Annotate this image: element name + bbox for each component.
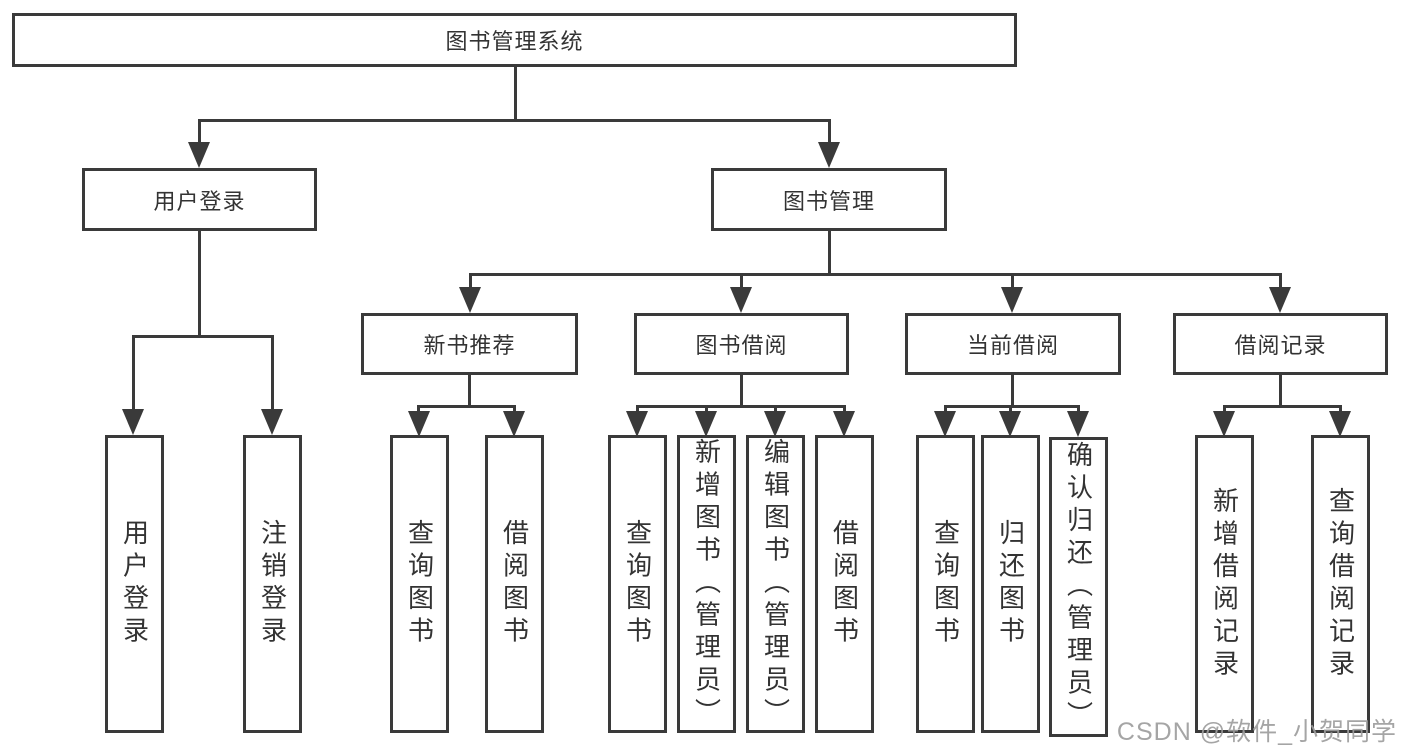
- connector-segment: [636, 405, 846, 408]
- connector-segment: [198, 119, 831, 122]
- node-borrowing-records: 借阅记录: [1173, 313, 1388, 375]
- leaf-borrow-borrow-books: 借阅图书: [815, 435, 874, 733]
- node-label: 查询图书: [404, 519, 435, 649]
- node-label: 借阅图书: [829, 519, 860, 649]
- node-current-borrowing: 当前借阅: [905, 313, 1121, 375]
- node-book-borrowing: 图书借阅: [634, 313, 849, 375]
- arrowhead: [1067, 411, 1089, 437]
- arrowhead: [1213, 411, 1235, 437]
- arrowhead: [1329, 411, 1351, 437]
- connector-segment: [944, 405, 947, 413]
- leaf-newbook-borrow-books: 借阅图书: [485, 435, 544, 733]
- node-label: 查询图书: [622, 519, 653, 649]
- connector-segment: [513, 405, 516, 413]
- connector-segment: [843, 405, 846, 413]
- connector-segment: [636, 405, 639, 413]
- leaf-records-add-borrow-record: 新增借阅记录: [1195, 435, 1254, 733]
- connector-segment: [828, 231, 831, 273]
- arrowhead: [261, 409, 283, 435]
- leaf-borrow-query-books: 查询图书: [608, 435, 667, 733]
- connector-segment: [1011, 375, 1014, 405]
- node-label: 借阅图书: [499, 519, 530, 649]
- node-new-book-recommend: 新书推荐: [361, 313, 578, 375]
- node-label: 查询借阅记录: [1325, 486, 1356, 682]
- node-label: 当前借阅: [966, 333, 1059, 358]
- connector-segment: [705, 405, 708, 413]
- connector-segment: [198, 231, 201, 335]
- node-label: 用户登录: [119, 519, 150, 649]
- arrowhead: [934, 411, 956, 437]
- leaf-newbook-query-books: 查询图书: [390, 435, 449, 733]
- connector-segment: [1077, 405, 1080, 413]
- node-label: 图书借阅: [695, 333, 788, 358]
- arrowhead: [122, 409, 144, 435]
- arrowhead: [188, 142, 210, 168]
- connector-segment: [1223, 405, 1226, 413]
- node-book-management: 图书管理: [711, 168, 947, 231]
- node-label: 编辑图书（管理员）: [760, 438, 791, 731]
- connector-segment: [469, 273, 1282, 276]
- leaf-current-return-books: 归还图书: [981, 435, 1040, 733]
- node-label: 新增图书（管理员）: [691, 438, 722, 731]
- arrowhead: [408, 411, 430, 437]
- connector-segment: [198, 119, 201, 145]
- connector-segment: [944, 405, 1080, 408]
- arrowhead: [1001, 287, 1023, 313]
- arrowhead: [1269, 287, 1291, 313]
- connector-segment: [1009, 405, 1012, 413]
- arrowhead: [764, 411, 786, 437]
- connector-segment: [469, 273, 472, 289]
- connector-segment: [1339, 405, 1342, 413]
- connector-segment: [417, 405, 516, 408]
- node-label: 归还图书: [995, 519, 1026, 649]
- connector-segment: [1011, 273, 1014, 289]
- node-user-login: 用户登录: [82, 168, 317, 231]
- node-label: 注销登录: [257, 519, 288, 649]
- connector-segment: [774, 405, 777, 413]
- arrowhead: [818, 142, 840, 168]
- leaf-current-query-books: 查询图书: [916, 435, 975, 733]
- connector-segment: [468, 375, 471, 405]
- node-label: 借阅记录: [1234, 333, 1327, 358]
- arrowhead: [730, 287, 752, 313]
- connector-segment: [828, 119, 831, 145]
- leaf-logout: 注销登录: [243, 435, 302, 733]
- leaf-user-login: 用户登录: [105, 435, 164, 733]
- connector-segment: [514, 67, 517, 119]
- arrowhead: [459, 287, 481, 313]
- node-label: 图书管理: [782, 188, 875, 214]
- connector-segment: [271, 335, 274, 411]
- leaf-records-query-borrow-record: 查询借阅记录: [1311, 435, 1370, 733]
- arrowhead: [695, 411, 717, 437]
- connector-segment: [1279, 273, 1282, 289]
- connector-segment: [1223, 405, 1341, 408]
- arrowhead: [626, 411, 648, 437]
- connector-segment: [740, 273, 743, 289]
- leaf-borrow-edit-books-admin: 编辑图书（管理员）: [746, 435, 805, 733]
- node-label: 图书管理系统: [445, 29, 584, 54]
- csdn-watermark: CSDN @软件_小贺同学: [1116, 718, 1397, 746]
- node-label: 新增借阅记录: [1209, 486, 1240, 682]
- leaf-current-confirm-return-admin: 确认归还（管理员）: [1049, 437, 1108, 737]
- node-label: 用户登录: [153, 188, 246, 214]
- node-library-management-system: 图书管理系统: [12, 13, 1017, 67]
- connector-segment: [740, 375, 743, 405]
- connector-segment: [132, 335, 274, 338]
- connector-segment: [132, 335, 135, 411]
- node-label: 新书推荐: [423, 333, 516, 358]
- node-label: 确认归还（管理员）: [1063, 440, 1094, 734]
- connector-segment: [417, 405, 420, 413]
- connector-segment: [1279, 375, 1282, 405]
- node-label: 查询图书: [930, 519, 961, 649]
- arrowhead: [503, 411, 525, 437]
- arrowhead: [999, 411, 1021, 437]
- arrowhead: [833, 411, 855, 437]
- leaf-borrow-add-books-admin: 新增图书（管理员）: [677, 435, 736, 733]
